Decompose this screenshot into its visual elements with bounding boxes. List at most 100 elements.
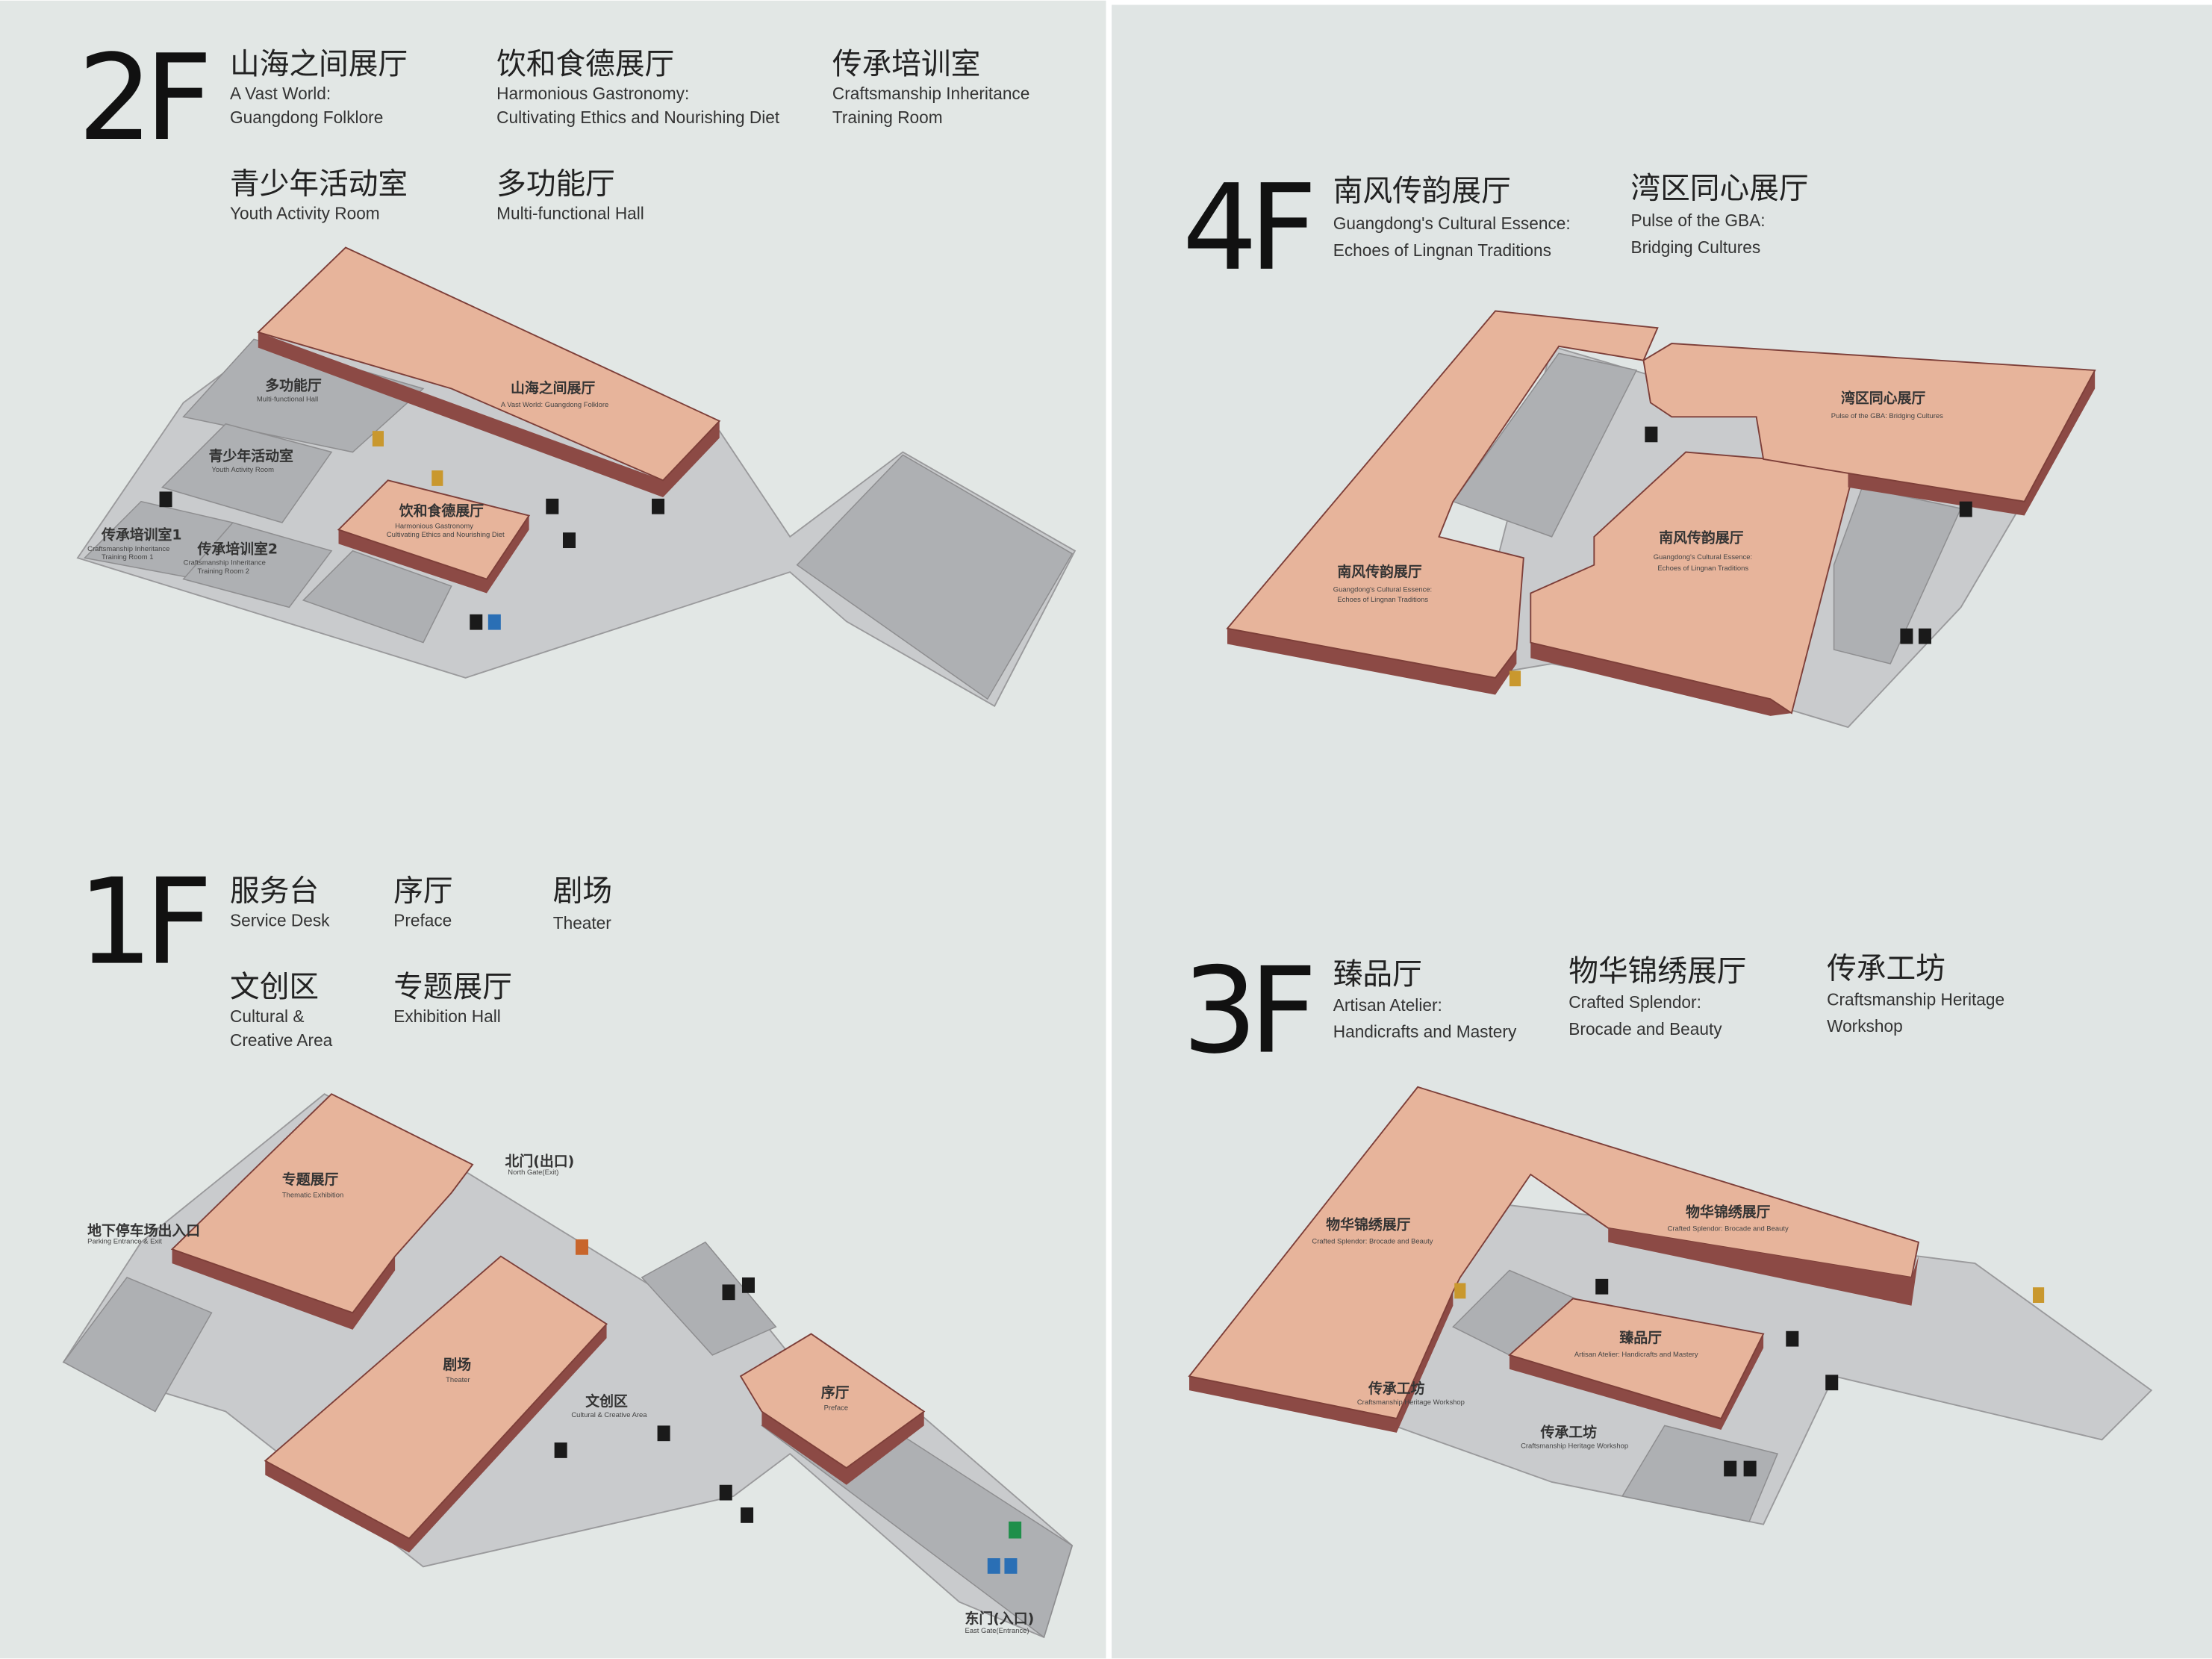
map-label: 传承培训室2 bbox=[197, 541, 278, 558]
accessible-icon bbox=[1918, 628, 1931, 644]
escalator-icon bbox=[1786, 1330, 1799, 1347]
legend-en: A Vast World: bbox=[230, 84, 331, 103]
room bbox=[1833, 486, 1962, 664]
hall-preface bbox=[739, 1333, 926, 1469]
legend-en: Pulse of the GBA: bbox=[1630, 211, 1765, 230]
legend-en: Guangdong's Cultural Essence: bbox=[1333, 214, 1571, 233]
accessible-icon bbox=[741, 1277, 755, 1293]
escalator-icon bbox=[1645, 426, 1658, 443]
floor-label: 3F bbox=[1183, 943, 1312, 1080]
map-label: 多功能厅 bbox=[265, 376, 322, 393]
escalator-icon bbox=[719, 1484, 732, 1501]
hall-side bbox=[338, 515, 529, 594]
hall-side bbox=[1530, 642, 1792, 716]
map-label-en: Craftsmanship Inheritance bbox=[87, 545, 169, 553]
map-label: 传承工坊 bbox=[1368, 1380, 1425, 1397]
terrace bbox=[796, 454, 1074, 700]
legend-en: Creative Area bbox=[230, 1030, 333, 1050]
floor-2f: 2F 山海之间展厅 A Vast World: Guangdong Folklo… bbox=[76, 30, 1077, 707]
map-label-en: Parking Entrance & Exit bbox=[87, 1238, 162, 1246]
map-label-en: Youth Activity Room bbox=[211, 466, 274, 474]
legend-en: Craftsmanship Inheritance bbox=[832, 84, 1029, 103]
legend-en: Service Desk bbox=[230, 910, 330, 930]
hall-side bbox=[258, 332, 720, 497]
map-label-en: Cultivating Ethics and Nourishing Diet bbox=[387, 531, 505, 539]
map-label: 南风传韵展厅 bbox=[1659, 529, 1743, 546]
legend-en: Cultural & bbox=[230, 1006, 304, 1026]
restroom-icon bbox=[159, 491, 172, 508]
hall-side bbox=[1188, 1291, 1454, 1433]
legend-zh: 湾区同心展厅 bbox=[1630, 171, 1808, 205]
restroom-icon bbox=[1900, 628, 1913, 644]
map-label-en: North Gate(Exit) bbox=[508, 1168, 558, 1177]
north-gate-label: 北门(出口) bbox=[505, 1153, 575, 1170]
floor-1f: 1F 服务台 Service Desk 序厅 Preface 剧场 Theate… bbox=[62, 854, 1074, 1639]
nursing-icon bbox=[1509, 670, 1521, 687]
hall-side bbox=[1227, 628, 1517, 695]
restroom-icon bbox=[722, 1284, 735, 1301]
map-label-en: Cultural & Creative Area bbox=[571, 1411, 647, 1419]
legend-en: Youth Activity Room bbox=[230, 204, 380, 223]
floor-4f: 4F 南风传韵展厅 Guangdong's Cultural Essence: … bbox=[1183, 160, 2096, 729]
parking-label: 地下停车场出入口 bbox=[87, 1221, 200, 1239]
info-icon bbox=[1009, 1521, 1022, 1539]
hall-vast-world bbox=[256, 246, 721, 482]
map-label-en: Guangdong's Cultural Essence: bbox=[1333, 586, 1432, 594]
legend-zh: 青少年活动室 bbox=[230, 167, 408, 202]
map-label-en: Crafted Splendor: Brocade and Beauty bbox=[1312, 1238, 1433, 1246]
map-label: 序厅 bbox=[821, 1384, 850, 1401]
accessible-icon bbox=[1743, 1460, 1757, 1477]
escalator-icon bbox=[652, 498, 665, 514]
map-label-en: Multi-functional Hall bbox=[257, 395, 318, 403]
map-label: 山海之间展厅 bbox=[511, 379, 595, 396]
elevator-icon bbox=[1959, 501, 1972, 517]
map-label: 臻品厅 bbox=[1619, 1329, 1662, 1346]
room bbox=[302, 550, 452, 644]
legend-zh: 剧场 bbox=[553, 874, 612, 908]
escalator-icon bbox=[546, 498, 559, 514]
legend-en: Crafted Splendor: bbox=[1568, 992, 1701, 1012]
map-label: 南风传韵展厅 bbox=[1337, 563, 1421, 580]
east-gate-label: 东门(入口) bbox=[965, 1610, 1035, 1627]
nursing-icon bbox=[1454, 1283, 1466, 1299]
map-label: 专题展厅 bbox=[282, 1171, 339, 1188]
atrium bbox=[1452, 352, 1638, 538]
map-label: 传承工坊 bbox=[1540, 1424, 1598, 1441]
elevator-icon bbox=[554, 1442, 567, 1458]
legend-zh: 服务台 bbox=[230, 874, 319, 908]
legend-en: Guangdong Folklore bbox=[230, 108, 383, 127]
water-icon bbox=[987, 1558, 1000, 1574]
hall-gba bbox=[1642, 343, 2096, 502]
room bbox=[641, 1241, 777, 1356]
elevator-icon bbox=[562, 532, 576, 549]
locker-icon bbox=[1004, 1558, 1018, 1574]
map-label-en: Thematic Exhibition bbox=[282, 1191, 343, 1199]
restroom-icon bbox=[1724, 1460, 1737, 1477]
nursing-icon bbox=[432, 470, 443, 486]
map-label-en: Pulse of the GBA: Bridging Cultures bbox=[1831, 412, 1943, 420]
escalator-icon bbox=[657, 1425, 670, 1442]
hall-atelier bbox=[1508, 1298, 1765, 1420]
legend-en: Preface bbox=[393, 910, 452, 930]
legend-en: Echoes of Lingnan Traditions bbox=[1333, 240, 1551, 260]
elevator-icon bbox=[741, 1507, 754, 1523]
map-label: 青少年活动室 bbox=[209, 447, 293, 464]
legend-zh: 饮和食德展厅 bbox=[496, 47, 674, 81]
hall-thematic bbox=[170, 1093, 474, 1314]
floor-label: 2F bbox=[78, 30, 207, 167]
hall-theater bbox=[264, 1255, 608, 1540]
legend-zh: 传承工坊 bbox=[1827, 951, 1945, 986]
service-desk-icon bbox=[575, 1239, 588, 1255]
legend-en: Brocade and Beauty bbox=[1568, 1019, 1722, 1039]
hall-brocade bbox=[1188, 1086, 1920, 1420]
legend-en: Bridging Cultures bbox=[1630, 237, 1760, 257]
legend-zh: 序厅 bbox=[393, 874, 452, 908]
elevator-icon bbox=[1825, 1375, 1839, 1391]
map-label-en: Echoes of Lingnan Traditions bbox=[1657, 564, 1748, 573]
map-label-en: Craftsmanship Inheritance bbox=[184, 559, 266, 567]
room-train2 bbox=[182, 522, 333, 608]
legend-en: Harmonious Gastronomy: bbox=[496, 84, 689, 103]
legend-en: Multi-functional Hall bbox=[496, 204, 644, 223]
map-label: 剧场 bbox=[443, 1357, 471, 1373]
legend-en: Cultivating Ethics and Nourishing Diet bbox=[496, 108, 780, 127]
